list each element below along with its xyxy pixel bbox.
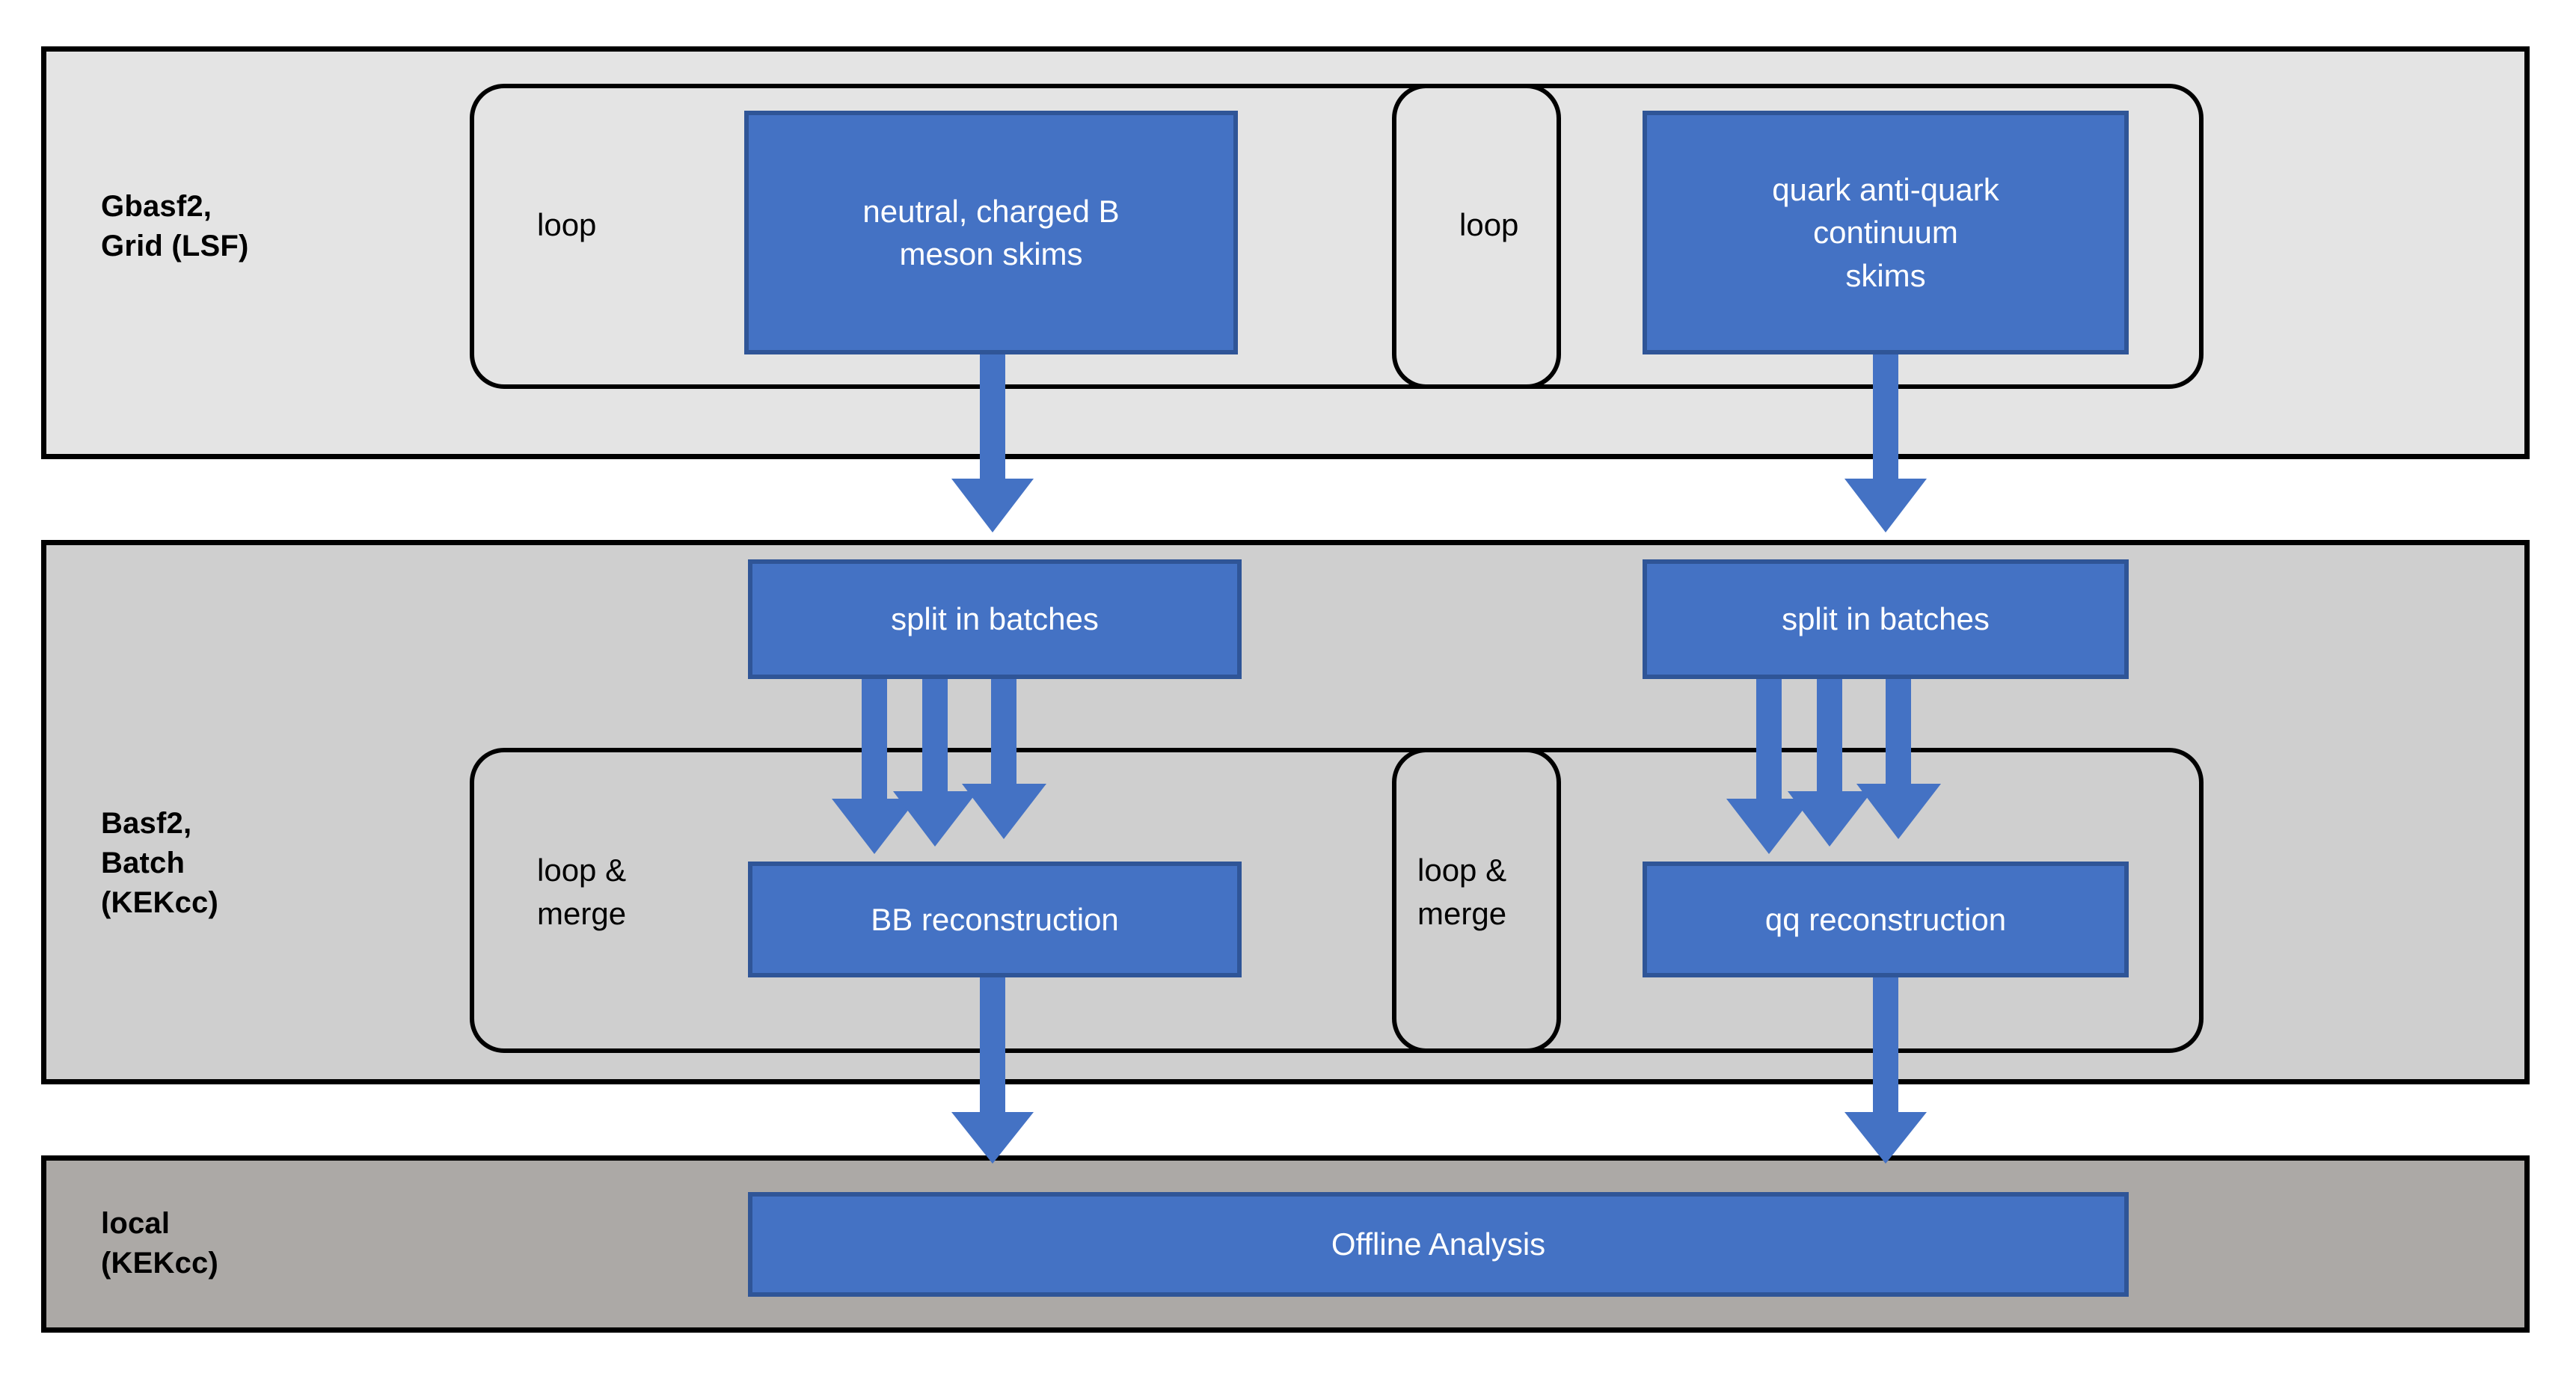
loop-container-q-skims (1392, 84, 2204, 389)
process-node-split-right[interactable]: split in batches (1643, 559, 2129, 679)
loop-container-qq-reconstruction (1392, 748, 2204, 1053)
process-node-bb-reconstruction[interactable]: BB reconstruction (748, 862, 1242, 977)
loop-label-bb-reconstruction: loop & merge (537, 853, 627, 931)
loop-label-b-skims: loop (537, 207, 597, 242)
tier-label-local: local (KEKcc) (101, 1207, 218, 1280)
process-node-b-skims[interactable]: neutral, charged B meson skims (744, 111, 1238, 354)
tier-label-batch: Basf2, Batch (KEKcc) (101, 807, 218, 919)
process-node-qq-reconstruction[interactable]: qq reconstruction (1643, 862, 2129, 977)
loop-container-b-skims (470, 84, 1561, 389)
process-node-split-left[interactable]: split in batches (748, 559, 1242, 679)
process-node-offline-analysis[interactable]: Offline Analysis (748, 1192, 2129, 1297)
process-node-q-skims[interactable]: quark anti-quark continuum skims (1643, 111, 2129, 354)
loop-label-qq-reconstruction: loop & merge (1417, 853, 1507, 931)
loop-label-q-skims: loop (1459, 207, 1519, 242)
tier-label-grid: Gbasf2, Grid (LSF) (101, 190, 249, 262)
